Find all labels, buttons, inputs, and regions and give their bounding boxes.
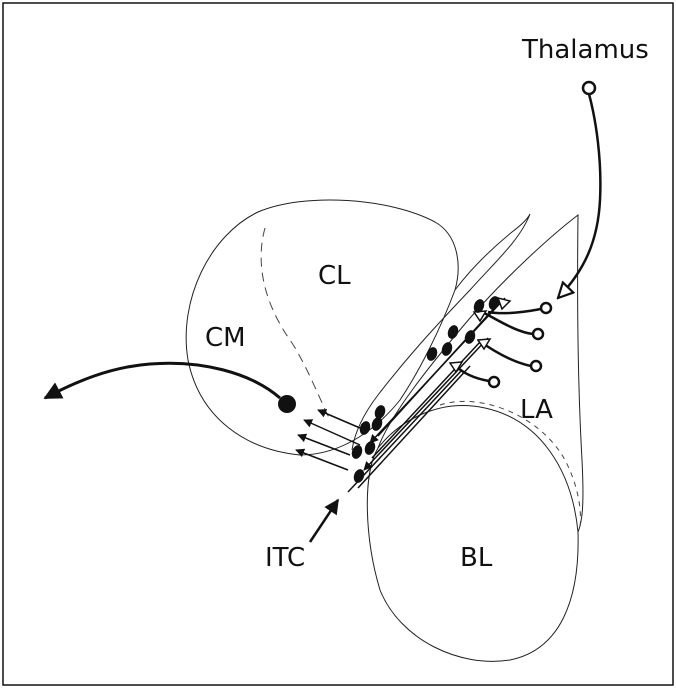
- la-bl-divider: [440, 401, 580, 528]
- thalamus-neuron: [583, 82, 595, 94]
- cl-label: CL: [318, 261, 351, 291]
- la-to-itc-projections: [348, 298, 505, 492]
- la-dendrite: [488, 309, 541, 313]
- itc-label: ITC: [265, 543, 305, 573]
- itc-pointer-arrow: [310, 500, 338, 542]
- thalamic-projection: [558, 94, 600, 298]
- figure-frame: [3, 3, 673, 685]
- la-dendrite: [456, 366, 489, 381]
- la-neuron: [541, 303, 551, 313]
- lateral-nucleus-outline: [378, 215, 583, 532]
- thalamus-label: Thalamus: [521, 35, 649, 65]
- bl-label: BL: [460, 543, 493, 573]
- la-label: LA: [520, 395, 553, 425]
- cm-output-projection: [45, 363, 280, 398]
- la-neuron: [533, 329, 543, 339]
- cm-label: CM: [205, 323, 246, 353]
- la-neuron: [531, 361, 541, 371]
- itc-cell-cluster: [350, 295, 501, 485]
- cm-output-neuron: [278, 395, 296, 413]
- itc-to-cm-projections: [296, 410, 360, 470]
- la-neuron: [489, 377, 499, 387]
